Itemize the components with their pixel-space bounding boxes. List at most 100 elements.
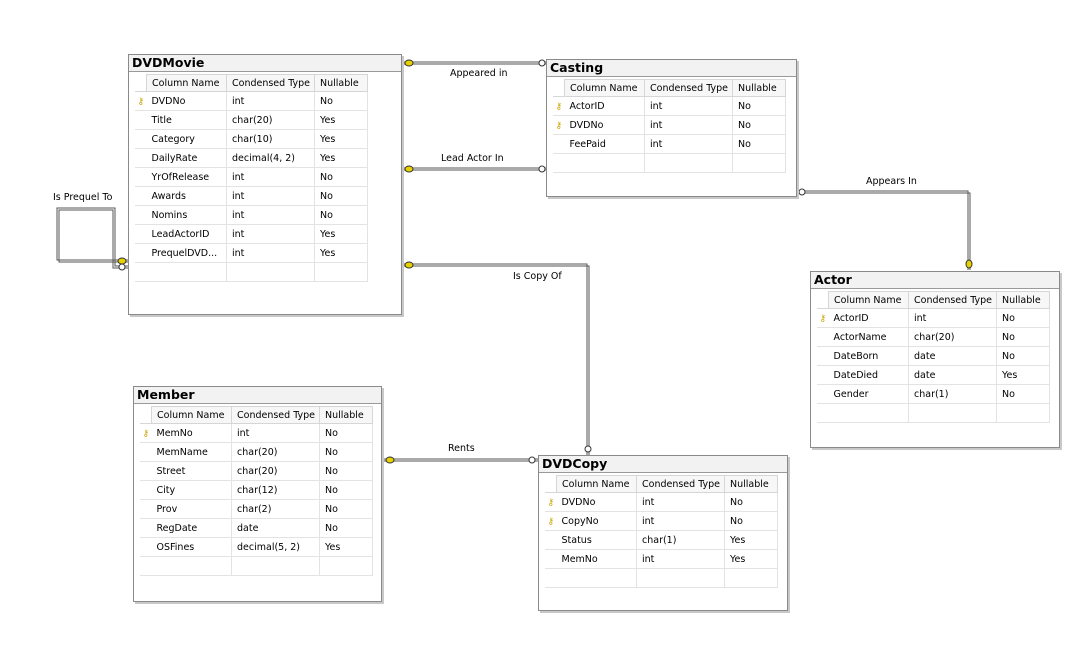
connector-key-end [385,456,395,464]
rel-label-appeared-in: Appeared in [450,68,508,79]
empty-cell [151,556,232,576]
empty-cell [636,568,725,588]
column-type-cell: int [226,205,315,225]
column-name-cell: DateDied [828,365,909,385]
column-type-cell: int [226,224,315,244]
column-name-cell: Street [151,461,232,481]
connector-key-end [965,259,973,269]
header-column-name: Column Name [828,291,909,309]
header-condensed-type: Condensed Type [231,406,320,424]
rel-label-is-copy-of: Is Copy Of [513,271,562,282]
empty-cell [817,403,829,423]
entity-title: DVDCopy [539,456,787,473]
key-cell [140,442,152,462]
key-cell [135,110,147,130]
column-type-cell: int [644,134,733,154]
connector-many-end [538,59,546,67]
empty-new-row[interactable] [140,556,373,576]
column-type-cell: int [636,511,725,531]
key-cell: ⚷ [545,492,557,512]
key-cell [817,327,829,347]
column-name-cell: Awards [146,186,227,206]
column-nullable-cell: No [724,511,778,531]
empty-cell [828,403,909,423]
header-condensed-type: Condensed Type [636,475,725,493]
empty-new-row[interactable] [135,262,368,282]
rel-is-copy-of-line [403,263,588,455]
empty-new-row[interactable] [817,403,1050,423]
column-type-cell: date [908,365,997,385]
empty-cell [231,556,320,576]
empty-new-row[interactable] [553,153,786,173]
connector-many-end [118,263,126,271]
column-name-cell: Status [556,530,637,550]
header-nullable: Nullable [724,475,778,493]
column-type-cell: int [226,243,315,263]
empty-new-row[interactable] [545,568,778,588]
primary-key-icon: ⚷ [555,120,563,131]
rel-label-is-prequel-to: Is Prequel To [53,192,113,203]
empty-cell [724,568,778,588]
column-nullable-cell: No [314,186,368,206]
column-type-cell: char(10) [226,129,315,149]
key-cell [545,549,557,569]
key-cell [140,537,152,557]
column-type-cell: char(20) [226,110,315,130]
column-type-cell: date [231,518,320,538]
entity-title: Member [134,387,381,404]
key-header-cell [553,79,565,97]
key-cell [135,205,147,225]
header-condensed-type: Condensed Type [226,74,315,92]
primary-key-icon: ⚷ [137,96,145,107]
key-cell [140,518,152,538]
column-name-cell: RegDate [151,518,232,538]
column-name-cell: DVDNo [556,492,637,512]
key-cell [545,530,557,550]
column-name-cell: OSFines [151,537,232,557]
header-column-name: Column Name [151,406,232,424]
column-type-cell: int [644,115,733,135]
key-cell [817,346,829,366]
column-nullable-cell: No [314,205,368,225]
header-column-name: Column Name [146,74,227,92]
empty-cell [556,568,637,588]
column-name-cell: Category [146,129,227,149]
connector-many-end [584,445,592,453]
column-name-cell: ActorID [828,308,909,328]
